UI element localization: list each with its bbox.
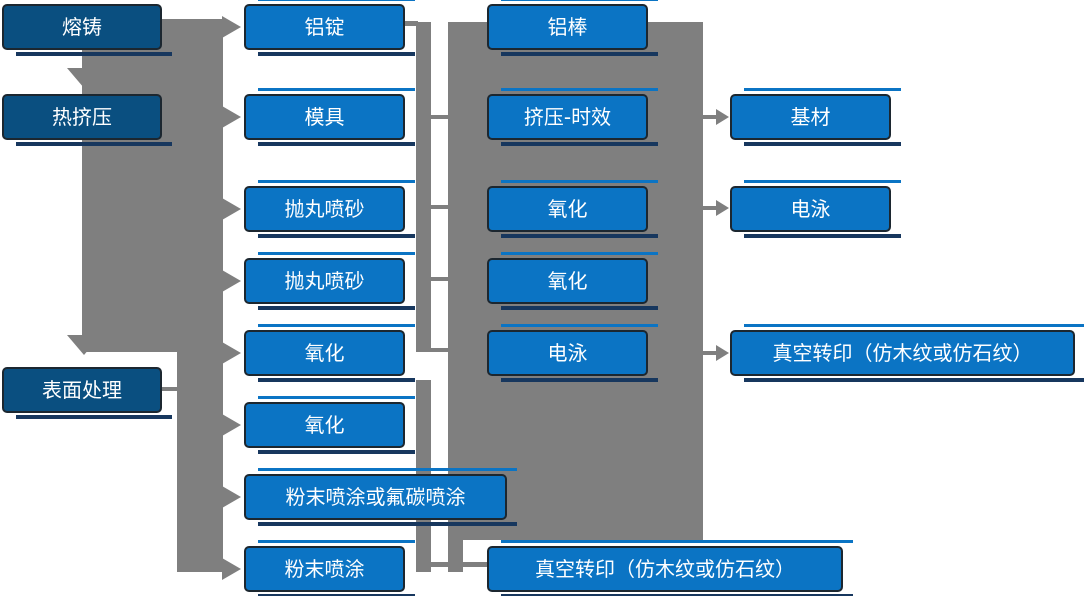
- connector-spine-stub-row1: [405, 21, 418, 26]
- flow-node-5: 模具: [244, 88, 415, 146]
- arrowhead-down-icon: [67, 68, 101, 88]
- flow-node-label: 氧化: [304, 413, 345, 437]
- flow-node-14: 氧化: [487, 180, 658, 238]
- flow-node-label: 抛丸喷砂: [284, 197, 365, 221]
- connector-out-stem-3: [703, 351, 716, 355]
- arrowhead-right-icon: [222, 414, 241, 436]
- connector-spine-link-row4: [431, 277, 448, 281]
- flow-node-label: 真空转印（仿木纹或仿石纹）: [772, 341, 1033, 365]
- flow-node-label: 基材: [790, 105, 831, 129]
- flow-node-10: 粉末喷涂或氟碳喷涂: [244, 468, 517, 526]
- flow-node-13: 挤压-时效: [487, 88, 658, 146]
- flow-node-label: 电泳: [790, 197, 831, 221]
- connector-bottom-link: [431, 562, 487, 567]
- arrowhead-right-icon: [222, 558, 241, 580]
- arrowhead-right-icon: [222, 16, 241, 38]
- arrowhead-right-icon: [222, 106, 241, 128]
- flow-node-label: 真空转印（仿木纹或仿石纹）: [535, 557, 795, 581]
- flow-node-label: 氧化: [547, 269, 588, 293]
- connector-surface-link: [162, 387, 177, 391]
- flow-node-label: 氧化: [304, 341, 345, 365]
- arrowhead-right-icon: [716, 200, 729, 216]
- flow-node-20: 真空转印（仿木纹或仿石纹）: [730, 324, 1084, 382]
- flow-node-label: 抛丸喷砂: [284, 269, 365, 293]
- flow-node-label: 铝棒: [547, 15, 588, 39]
- flow-node-label: 粉末喷涂: [284, 557, 365, 581]
- flow-node-label: 挤压-时效: [523, 105, 612, 129]
- flow-node-6: 抛丸喷砂: [244, 180, 415, 238]
- arrowhead-down-icon: [67, 335, 101, 355]
- connector-panel-drop: [448, 540, 463, 572]
- arrowhead-right-icon: [716, 109, 729, 125]
- flow-node-label: 粉末喷涂或氟碳喷涂: [285, 485, 466, 509]
- flow-node-label: 表面处理: [42, 378, 122, 402]
- flow-node-2: 热挤压: [2, 94, 172, 146]
- arrowhead-right-icon: [222, 270, 241, 292]
- connector-out-stem-1: [703, 115, 716, 119]
- flow-node-1: 熔铸: [2, 4, 172, 56]
- flow-node-15: 氧化: [487, 252, 658, 310]
- flow-node-19: 电泳: [730, 180, 901, 238]
- connector-spine-link-row3: [431, 205, 448, 209]
- connector-band-left-upper: [82, 19, 223, 352]
- flow-node-9: 氧化: [244, 396, 415, 454]
- arrowhead-right-icon: [222, 198, 241, 220]
- connector-band-left-lower: [177, 352, 223, 572]
- flow-node-3: 表面处理: [2, 367, 172, 419]
- flow-node-7: 抛丸喷砂: [244, 252, 415, 310]
- arrowhead-right-icon: [222, 486, 241, 508]
- flow-node-18: 基材: [730, 88, 901, 146]
- arrowhead-right-icon: [716, 345, 729, 361]
- flow-node-label: 铝锭: [304, 15, 345, 39]
- arrowhead-right-icon: [222, 342, 241, 364]
- flow-node-label: 热挤压: [52, 105, 112, 129]
- connector-spine-link-row5: [431, 348, 448, 352]
- flow-node-label: 氧化: [547, 197, 588, 221]
- flow-node-label: 熔铸: [62, 15, 102, 39]
- flow-node-17: 真空转印（仿木纹或仿石纹）: [487, 540, 853, 596]
- flow-node-12: 铝棒: [487, 0, 658, 56]
- flow-node-11: 粉末喷涂: [244, 540, 415, 596]
- flow-node-4: 铝锭: [244, 0, 415, 56]
- connector-spine-upper: [416, 22, 431, 352]
- connector-out-stem-2: [703, 206, 716, 210]
- flow-node-label: 模具: [304, 105, 345, 129]
- flow-node-label: 电泳: [547, 341, 588, 365]
- connector-spine-link-row2: [431, 115, 448, 119]
- flow-node-8: 氧化: [244, 324, 415, 382]
- flow-node-16: 电泳: [487, 324, 658, 382]
